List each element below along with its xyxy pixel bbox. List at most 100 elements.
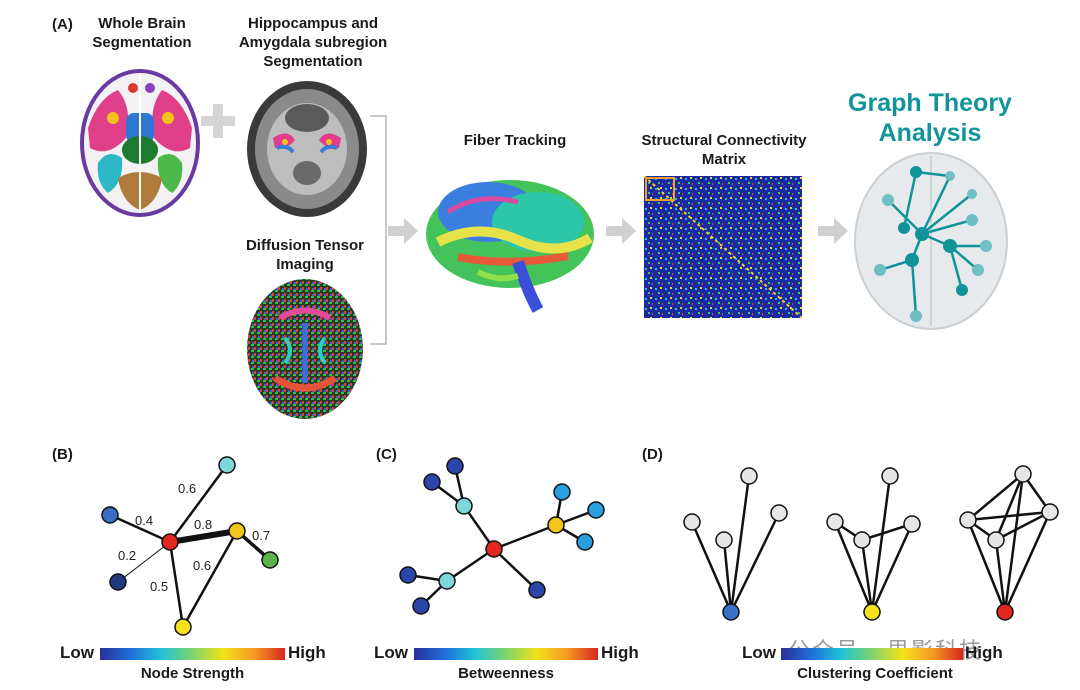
graph-edge (722, 539, 733, 613)
graph-node (528, 581, 546, 599)
matrix-title: Structural Connectivity Matrix (641, 132, 807, 168)
graph-node (683, 513, 701, 531)
graph-node (587, 501, 605, 519)
graph-node (881, 467, 899, 485)
connectivity-matrix-image (644, 176, 802, 318)
edge-weight-label: 0.2 (118, 548, 137, 563)
edge-weight-label: 0.6 (178, 481, 197, 496)
graph-node (740, 467, 758, 485)
graph-node (996, 603, 1014, 621)
betweenness-graph (399, 457, 605, 615)
graph-node (853, 531, 871, 549)
graph-node (547, 516, 565, 534)
clustering-coefficient-graphs (683, 465, 1059, 621)
plus-icon (201, 104, 235, 138)
graph-node (987, 531, 1005, 549)
graph-node (399, 566, 417, 584)
graph-edge (860, 539, 874, 613)
bracket-divider (370, 115, 387, 345)
clustering-colorbar (781, 648, 963, 660)
dti-image (247, 279, 363, 419)
graph-edge (168, 541, 185, 628)
clustering-coefficient-title: Clustering Coefficient (797, 665, 953, 682)
dti-title: Diffusion Tensor Imaging (245, 237, 365, 273)
graph-node (261, 551, 279, 569)
graph-edge (994, 539, 1007, 613)
graph-edge (168, 464, 229, 543)
graph-edge (966, 519, 1007, 613)
graph-edge (446, 547, 495, 583)
graph-node (863, 603, 881, 621)
fiber-tracking-image (426, 180, 594, 313)
edge-weight-label: 0.8 (194, 517, 213, 532)
graph-node (722, 603, 740, 621)
edge-weight-label: 0.4 (135, 513, 154, 528)
node-strength-title: Node Strength (140, 665, 245, 682)
panel-b-letter: (B) (52, 446, 73, 463)
graph-edge (493, 523, 557, 551)
graph-edge (109, 513, 171, 544)
graph-edge (181, 530, 239, 628)
graph-node (770, 504, 788, 522)
hippocampus-title: Hippocampus and Amygdala subregion Segme… (238, 15, 388, 70)
graph-edge (729, 475, 751, 613)
graph-edge (117, 541, 171, 583)
graph-node (826, 513, 844, 531)
graph-node (576, 533, 594, 551)
colorbar-high-label: High (965, 643, 1003, 662)
graph-edge (967, 473, 1024, 521)
panel-a-letter: (A) (52, 16, 73, 33)
graph-node (438, 572, 456, 590)
graph-node (228, 522, 246, 540)
graph-node (109, 573, 127, 591)
graph-edge (493, 548, 538, 591)
graph-edge (967, 510, 1051, 522)
arrow-right-icon (818, 218, 848, 244)
node-strength-colorbar (100, 648, 285, 660)
graph-node (423, 473, 441, 491)
colorbar-low-label: Low (374, 643, 408, 662)
graph-node (553, 483, 571, 501)
panel-d-letter: (D) (642, 446, 663, 463)
edge-weight-label: 0.7 (252, 528, 271, 543)
graph-node (903, 515, 921, 533)
graph-node (174, 618, 192, 636)
graph-edge (1003, 511, 1052, 613)
graph-edge (870, 475, 892, 613)
edge-weight-label: 0.6 (193, 558, 212, 573)
whole-brain-segmentation-image (80, 69, 200, 217)
graph-theory-title: Graph Theory Analysis (848, 89, 1012, 147)
fiber-tracking-title: Fiber Tracking (463, 132, 567, 149)
graph-node (161, 533, 179, 551)
graph-node (446, 457, 464, 475)
graph-node (485, 540, 503, 558)
arrow-right-icon (388, 218, 418, 244)
graph-edge (169, 528, 238, 545)
graph-theory-brain-image (854, 152, 1008, 330)
node-strength-graph (101, 456, 279, 636)
graph-node (959, 511, 977, 529)
edge-weight-label: 0.5 (150, 579, 169, 594)
graph-node (412, 597, 430, 615)
hippocampus-mri-image (247, 81, 367, 217)
graph-node (455, 497, 473, 515)
graph-edge (994, 473, 1025, 541)
colorbar-low-label: Low (60, 643, 94, 662)
panel-c-letter: (C) (376, 446, 397, 463)
colorbar-high-label: High (601, 643, 639, 662)
graph-edge (833, 521, 874, 613)
colorbar-high-label: High (288, 643, 326, 662)
betweenness-colorbar (414, 648, 598, 660)
graph-edge (690, 521, 733, 613)
graph-edge (995, 510, 1051, 542)
graph-node (101, 506, 119, 524)
betweenness-title: Betweenness (458, 665, 554, 682)
whole-brain-title: Whole Brain Segmentation (92, 15, 192, 51)
graph-edge (729, 512, 781, 613)
arrow-right-icon (606, 218, 636, 244)
graph-edge (870, 523, 914, 613)
graph-node (1041, 503, 1059, 521)
graph-edge (1003, 473, 1025, 613)
graph-node (1014, 465, 1032, 483)
graph-node (218, 456, 236, 474)
